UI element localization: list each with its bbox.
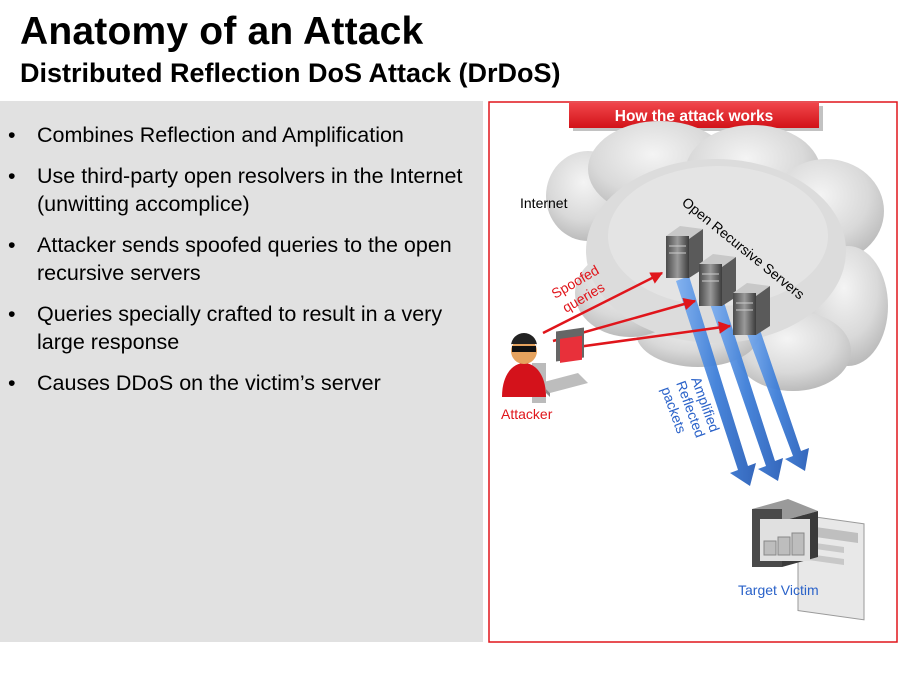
bullet-dot-icon: • bbox=[8, 233, 16, 257]
bullet-item: • Use third-party open resolvers in the … bbox=[0, 162, 482, 218]
bullet-dot-icon: • bbox=[8, 371, 16, 395]
diagram-header: How the attack works bbox=[615, 108, 774, 125]
bullet-item: • Combines Reflection and Amplification bbox=[0, 121, 482, 149]
header-bar bbox=[569, 103, 819, 128]
server-icon bbox=[666, 226, 703, 278]
blue-arrow bbox=[744, 321, 809, 471]
bullet-list: • Combines Reflection and Amplification … bbox=[0, 121, 482, 410]
bullet-dot-icon: • bbox=[8, 123, 16, 147]
slide-subtitle: Distributed Reflection DoS Attack (DrDoS… bbox=[20, 58, 561, 88]
bullet-text: Use third-party open resolvers in the In… bbox=[37, 164, 463, 216]
victim-label: Target Victim bbox=[738, 582, 819, 598]
slide-title: Anatomy of an Attack bbox=[20, 10, 424, 53]
server-icon bbox=[733, 283, 770, 335]
red-arrow bbox=[562, 321, 732, 351]
bullet-dot-icon: • bbox=[8, 302, 16, 326]
server-icon bbox=[699, 254, 736, 306]
attacker-icon bbox=[502, 327, 588, 403]
blue-arrow bbox=[676, 276, 756, 486]
red-arrow bbox=[542, 271, 664, 335]
target-victim-icon bbox=[752, 499, 865, 621]
bullet-text: Queries specially crafted to result in a… bbox=[37, 302, 443, 354]
attack-diagram: How the attack works Internet Open Recur… bbox=[488, 101, 898, 643]
bullet-item: • Attacker sends spoofed queries to the … bbox=[0, 231, 482, 287]
amplified-arrows bbox=[676, 276, 809, 486]
bullet-item: • Causes DDoS on the victim’s server bbox=[0, 369, 482, 397]
blue-arrow bbox=[709, 296, 783, 481]
bullet-dot-icon: • bbox=[8, 164, 16, 188]
internet-label: Internet bbox=[520, 195, 568, 211]
bullet-item: • Queries specially crafted to result in… bbox=[0, 300, 482, 356]
internet-cloud bbox=[546, 121, 888, 391]
bullet-text: Combines Reflection and Amplification bbox=[37, 123, 404, 147]
bullet-text: Causes DDoS on the victim’s server bbox=[37, 371, 381, 395]
attacker-label: Attacker bbox=[501, 406, 553, 422]
bullet-text: Attacker sends spoofed queries to the op… bbox=[37, 233, 452, 285]
bullet-panel: • Combines Reflection and Amplification … bbox=[0, 101, 483, 642]
